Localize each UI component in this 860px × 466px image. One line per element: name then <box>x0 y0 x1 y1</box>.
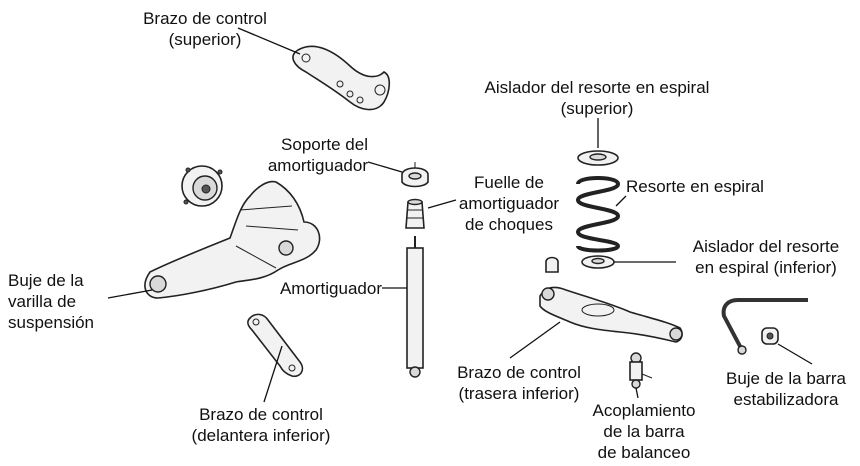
knuckle-hub-icon <box>181 165 223 207</box>
spring-isolator-upper-icon <box>577 150 619 166</box>
label-rear-lower-control-arm: Brazo de control (trasera inferior) <box>457 363 581 403</box>
label-trailing-arm-bushing: Buje de la varilla de suspensión <box>8 271 95 332</box>
rear-lower-arm-icon <box>539 286 683 343</box>
stabilizer-link-icon <box>629 352 653 389</box>
label-strut-mount: Soporte del amortiguador <box>267 135 368 175</box>
stabilizer-bar-icon <box>721 298 808 355</box>
label-lower-spring-isolator: Aislador del resorte en espiral (inferio… <box>692 237 840 277</box>
label-upper-spring-isolator: Aislador del resorte en espiral (superio… <box>484 78 710 118</box>
label-stabilizer-bushing: Buje de la barra estabilizadora <box>725 369 847 409</box>
label-bump-stop: Fuelle de amortiguador de choques <box>458 173 560 234</box>
label-upper-control-arm: Brazo de control (superior) <box>143 9 267 49</box>
trailing-arm-icon <box>144 180 321 299</box>
bump-stop-icon <box>405 198 425 229</box>
rubber-stop-icon <box>545 256 559 273</box>
spring-isolator-lower-icon <box>581 255 615 269</box>
shock-absorber-icon <box>406 236 424 378</box>
label-coil-spring: Resorte en espiral <box>626 177 764 196</box>
coil-spring-icon <box>575 176 621 253</box>
stabilizer-bushing-icon <box>761 327 779 345</box>
label-front-lower-control-arm: Brazo de control (delantera inferior) <box>191 405 331 445</box>
label-shock-absorber: Amortiguador <box>279 279 382 298</box>
upper-control-arm-icon <box>292 45 391 111</box>
label-stabilizer-link: Acoplamiento de la barra de balanceo <box>592 401 696 462</box>
leader-lines <box>107 27 813 403</box>
front-lower-arm-icon <box>247 313 304 378</box>
strut-mount-icon <box>401 162 429 188</box>
